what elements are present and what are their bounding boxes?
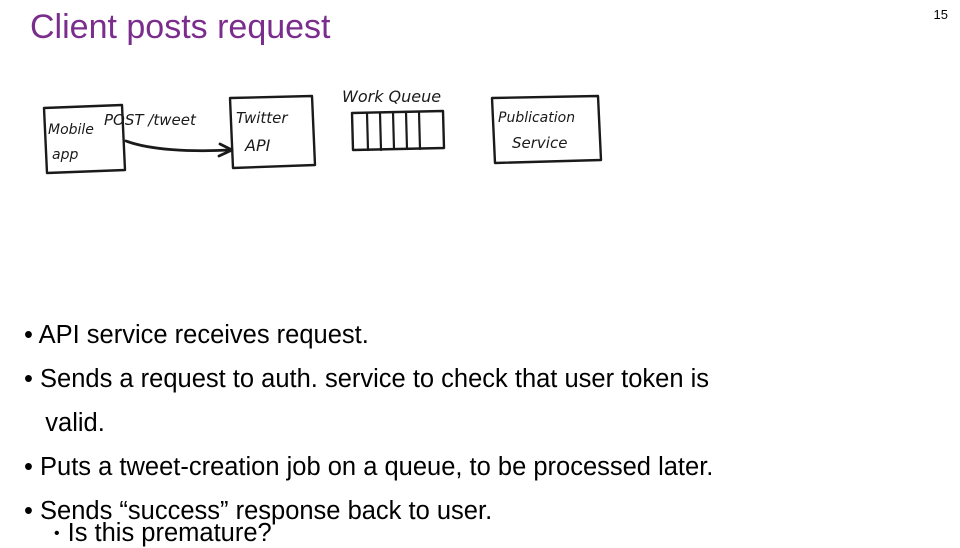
sketch-label-publication-line1: Publication (498, 110, 575, 126)
sketch-label-publication-line2: Service (512, 134, 567, 152)
sketch-label-work-queue: Work Queue (342, 87, 441, 106)
sketch-label-mobile-app-line2: app (52, 147, 78, 163)
sub-list-item-label: Is this premature? (67, 519, 272, 547)
bullet-list: • API service receives request. • Sends … (24, 313, 934, 533)
sub-list-item: • Is this premature? (54, 519, 272, 548)
slide-number: 15 (933, 7, 948, 22)
list-item: • Puts a tweet-creation job on a queue, … (24, 453, 714, 481)
sketch-label-post-tweet: POST /tweet (104, 111, 197, 129)
hand-drawn-architecture-diagram: Mobile app POST /tweet Twitter API Work … (30, 78, 630, 198)
sketch-label-twitter-line2: API (244, 136, 271, 155)
list-item: • API service receives request. (24, 321, 369, 349)
list-item: • Sends a request to auth. service to ch… (24, 365, 710, 393)
sketch-label-twitter-line1: Twitter (236, 109, 288, 127)
list-item: valid. (24, 409, 105, 437)
page-title: Client posts request (30, 8, 331, 46)
sketch-label-mobile-app-line1: Mobile (48, 122, 94, 138)
bullet-dot-icon: • (54, 525, 60, 543)
list-item: • Sends “success” response back to user. (24, 497, 493, 525)
